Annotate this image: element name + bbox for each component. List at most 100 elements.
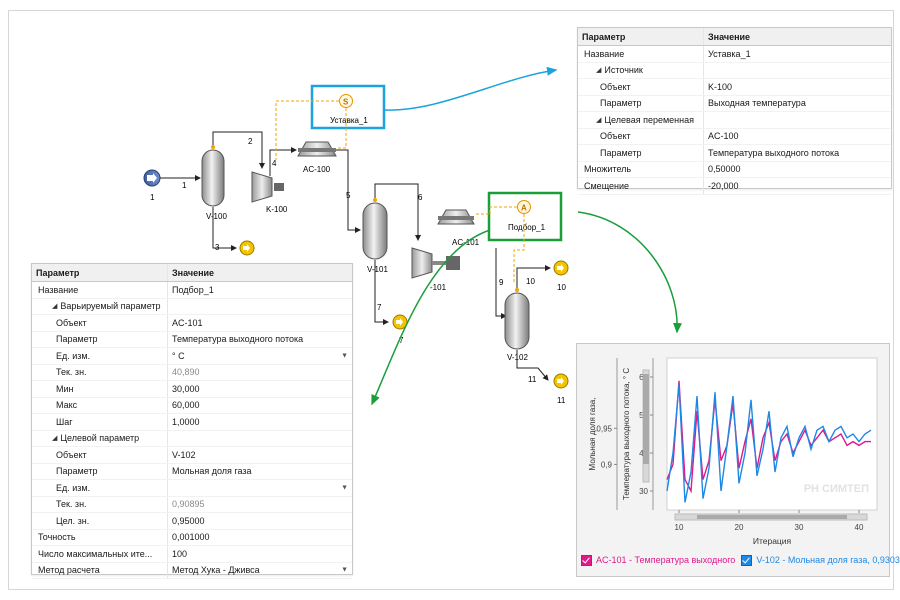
- dropdown-arrow-icon[interactable]: ▼: [341, 484, 348, 492]
- grid-param-cell: Объект: [32, 447, 168, 463]
- k100-compressor-icon[interactable]: [251, 171, 284, 203]
- grid-value-cell[interactable]: 30,000: [168, 381, 352, 397]
- dropdown-arrow-icon[interactable]: ▼: [341, 352, 348, 360]
- watermark-text: РН СИМТЕП: [804, 483, 869, 495]
- ac101-cooler-icon[interactable]: [437, 209, 475, 225]
- grid-value-cell[interactable]: 40,890: [168, 365, 352, 381]
- grid-param-label: Варьируемый параметр: [60, 301, 161, 312]
- grid-param-label: Объект: [600, 131, 631, 142]
- product-stream-7-icon[interactable]: [392, 314, 408, 330]
- grid-value-cell[interactable]: Температура выходного потока: [168, 332, 352, 348]
- grid-value-cell[interactable]: 0,90895: [168, 497, 352, 513]
- setpoint-link-arrow: [383, 66, 558, 111]
- feed-stream-icon[interactable]: [143, 169, 161, 187]
- grid-param-cell: Параметр: [578, 95, 704, 111]
- grid-row[interactable]: Число максимальных ите...100: [32, 546, 352, 563]
- collapse-triangle-icon[interactable]: ◢: [596, 67, 602, 75]
- grid-value-cell[interactable]: 100: [168, 546, 352, 562]
- grid-group-row[interactable]: ◢Источник: [578, 62, 891, 79]
- grid-value-cell[interactable]: Мольная доля газа: [168, 464, 352, 480]
- grid-value-cell[interactable]: Температура выходного потока: [704, 145, 891, 161]
- grid-value-cell[interactable]: ° C ▼: [168, 348, 352, 364]
- vertical-scrollbar-thumb[interactable]: [643, 374, 649, 464]
- grid-value-cell[interactable]: 0,001000: [168, 530, 352, 546]
- v101-vessel-icon[interactable]: [362, 198, 388, 260]
- grid-value-cell[interactable]: 60,000: [168, 398, 352, 414]
- collapse-triangle-icon[interactable]: ◢: [52, 303, 58, 311]
- grid-row[interactable]: Ед. изм. ° C ▼: [32, 348, 352, 365]
- grid-row[interactable]: Объект AC-100: [578, 128, 891, 145]
- v100-vessel-icon[interactable]: [201, 145, 225, 207]
- grid-value-cell[interactable]: 0,50000: [704, 162, 891, 178]
- grid-row[interactable]: Тек. зн.0,90895: [32, 496, 352, 513]
- grid-row[interactable]: Ед. изм.▼: [32, 480, 352, 497]
- grid-value-cell[interactable]: 1,0000: [168, 414, 352, 430]
- grid-value-cell[interactable]: V-102: [168, 447, 352, 463]
- collapse-triangle-icon[interactable]: ◢: [596, 116, 602, 124]
- grid-param-label: Шаг: [56, 416, 73, 427]
- svg-text:A: A: [521, 204, 527, 213]
- stream-label-10: 10: [526, 277, 535, 286]
- grid-value-text: K-100: [708, 81, 733, 92]
- product-stream-10-icon[interactable]: [553, 260, 569, 276]
- grid-row[interactable]: Смещение-20,000: [578, 178, 891, 195]
- x-axis-label: Итерация: [753, 536, 792, 546]
- adjust-box[interactable]: [487, 191, 563, 242]
- grid-param-cell: Число максимальных ите...: [32, 546, 168, 562]
- grid-value-cell[interactable]: Метод Хука - Дживса▼: [168, 563, 352, 579]
- grid-row[interactable]: Шаг 1,0000: [32, 414, 352, 431]
- grid-value-cell[interactable]: K-100: [704, 79, 891, 95]
- grid-row[interactable]: Метод расчета Метод Хука - Дживса▼: [32, 562, 352, 579]
- legend-checkbox-icon[interactable]: [581, 554, 592, 566]
- k100-label: K-100: [266, 205, 288, 214]
- grid-group-row[interactable]: ◢Целевой параметр: [32, 430, 352, 447]
- legend-checkbox-icon[interactable]: [741, 554, 753, 566]
- grid-row[interactable]: Тек. зн.40,890: [32, 364, 352, 381]
- grid-param-label: Метод расчета: [38, 565, 100, 576]
- stream-label-7: 7: [377, 303, 382, 312]
- grid-value-cell[interactable]: -20,000: [704, 178, 891, 194]
- stream-label-11-out: 11: [557, 396, 566, 405]
- legend-item-2[interactable]: V-102 - Мольная доля газа, 0,9303: [741, 554, 900, 566]
- grid-group-row[interactable]: ◢Варьируемый параметр: [32, 298, 352, 315]
- grid-group-row[interactable]: ◢Целевая переменная: [578, 112, 891, 129]
- grid-value-cell[interactable]: ▼: [168, 480, 352, 496]
- grid-value-text: ° C: [172, 350, 185, 361]
- product-stream-11-icon[interactable]: [553, 373, 569, 389]
- collapse-triangle-icon[interactable]: ◢: [52, 435, 58, 443]
- grid-row[interactable]: Цел. зн.0,95000: [32, 513, 352, 530]
- grid-value-cell[interactable]: Уставка_1: [704, 46, 891, 62]
- grid-value-cell[interactable]: AC-101: [168, 315, 352, 331]
- grid-value-cell[interactable]: AC-100: [704, 129, 891, 145]
- product-stream-3-icon[interactable]: [239, 240, 255, 256]
- grid-value-cell[interactable]: Выходная температура: [704, 96, 891, 112]
- v102-vessel-icon[interactable]: [504, 288, 530, 350]
- grid-param-label: Ед. изм.: [56, 350, 91, 361]
- dropdown-arrow-icon[interactable]: ▼: [341, 566, 348, 574]
- grid-value-cell[interactable]: 0,95000: [168, 513, 352, 529]
- k101-compressor-icon[interactable]: [411, 247, 460, 279]
- grid-value-cell[interactable]: Подбор_1: [168, 282, 352, 298]
- legend-item-1[interactable]: AC-101 - Температура выходного: [581, 554, 735, 566]
- grid-param-label: Объект: [56, 317, 87, 328]
- ac100-cooler-icon[interactable]: [297, 141, 337, 157]
- setpoint-icon[interactable]: S: [339, 94, 353, 108]
- horizontal-scrollbar-thumb[interactable]: [697, 515, 847, 519]
- adjust-icon[interactable]: A: [517, 200, 531, 214]
- grid-row[interactable]: Объект AC-101: [32, 315, 352, 332]
